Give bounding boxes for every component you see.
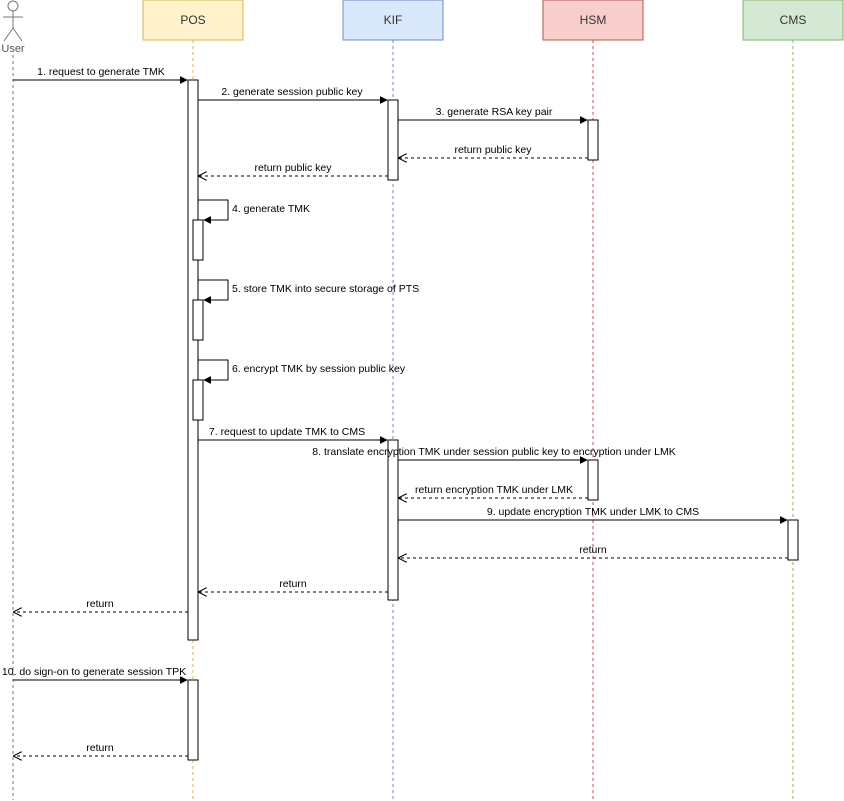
activation-pos-encrypt-tmk [192, 379, 204, 421]
message-7: 7. request to update TMK to CMS [198, 426, 388, 444]
message-return-cms-kif: return [399, 544, 788, 558]
message-return-kif-pos-2: return [199, 578, 388, 592]
message-return-pos-user-2-label: return [86, 742, 114, 754]
message-1: 1. request to generate TMK [13, 66, 188, 84]
activation-hsm-rsa [587, 119, 599, 161]
message-9: 9. update encryption TMK under LMK to CM… [398, 506, 788, 524]
message-return-pos-user-2: return [14, 742, 188, 756]
message-return-kif-pos-2-label: return [279, 578, 307, 590]
activation-pos-signon [187, 679, 199, 761]
message-5-self: 5. store TMK into secure storage of PTS [198, 279, 419, 304]
activation-kif-session-key [387, 99, 399, 181]
message-3: 3. generate RSA key pair [398, 106, 588, 124]
message-1-label: 1. request to generate TMK [37, 66, 165, 78]
message-5-label: 5. store TMK into secure storage of PTS [232, 283, 419, 295]
message-7-label: 7. request to update TMK to CMS [209, 426, 365, 438]
participant-pos: POS [142, 0, 244, 41]
participant-hsm-label: HSM [580, 13, 607, 27]
message-10-label: 10. do sign-on to generate session TPK [2, 666, 186, 678]
message-6-self: 6. encrypt TMK by session public key [198, 359, 406, 384]
participant-hsm: HSM [542, 0, 644, 41]
message-return-hsm-kif: return public key [399, 144, 588, 158]
message-return-hsm-kif-2: return encryption TMK under LMK [399, 484, 588, 498]
participant-pos-label: POS [180, 13, 205, 27]
activation-pos-main [187, 79, 199, 641]
activation-cms-update [787, 519, 799, 561]
message-4-self: 4. generate TMK [198, 199, 310, 224]
message-4-label: 4. generate TMK [232, 203, 310, 215]
message-return-pos-user: return [14, 598, 188, 612]
activation-pos-store-tmk [192, 299, 204, 341]
user-actor-icon [3, 0, 23, 42]
message-10: 10. do sign-on to generate session TPK [2, 666, 188, 684]
message-return-hsm-kif-label: return public key [454, 144, 532, 156]
message-2: 2. generate session public key [198, 86, 388, 104]
message-3-label: 3. generate RSA key pair [436, 106, 553, 118]
participant-cms-label: CMS [780, 13, 807, 27]
message-return-kif-pos-label: return public key [254, 162, 332, 174]
participant-kif: KIF [342, 0, 444, 41]
message-2-label: 2. generate session public key [221, 86, 363, 98]
message-6-label: 6. encrypt TMK by session public key [232, 363, 406, 375]
message-return-kif-pos: return public key [199, 162, 388, 176]
participant-kif-label: KIF [384, 13, 403, 27]
message-return-hsm-kif-2-label: return encryption TMK under LMK [415, 484, 573, 496]
message-8-label: 8. translate encryption TMK under sessio… [312, 446, 675, 458]
message-9-label: 9. update encryption TMK under LMK to CM… [487, 506, 699, 518]
message-return-pos-user-label: return [86, 598, 114, 610]
participant-cms: CMS [742, 0, 844, 41]
message-8: 8. translate encryption TMK under sessio… [312, 446, 676, 464]
message-return-cms-kif-label: return [579, 544, 607, 556]
activation-pos-generate-tmk [192, 219, 204, 261]
user-actor-label: User [1, 43, 25, 55]
activation-hsm-translate [587, 459, 599, 501]
activation-kif-update [387, 439, 399, 601]
